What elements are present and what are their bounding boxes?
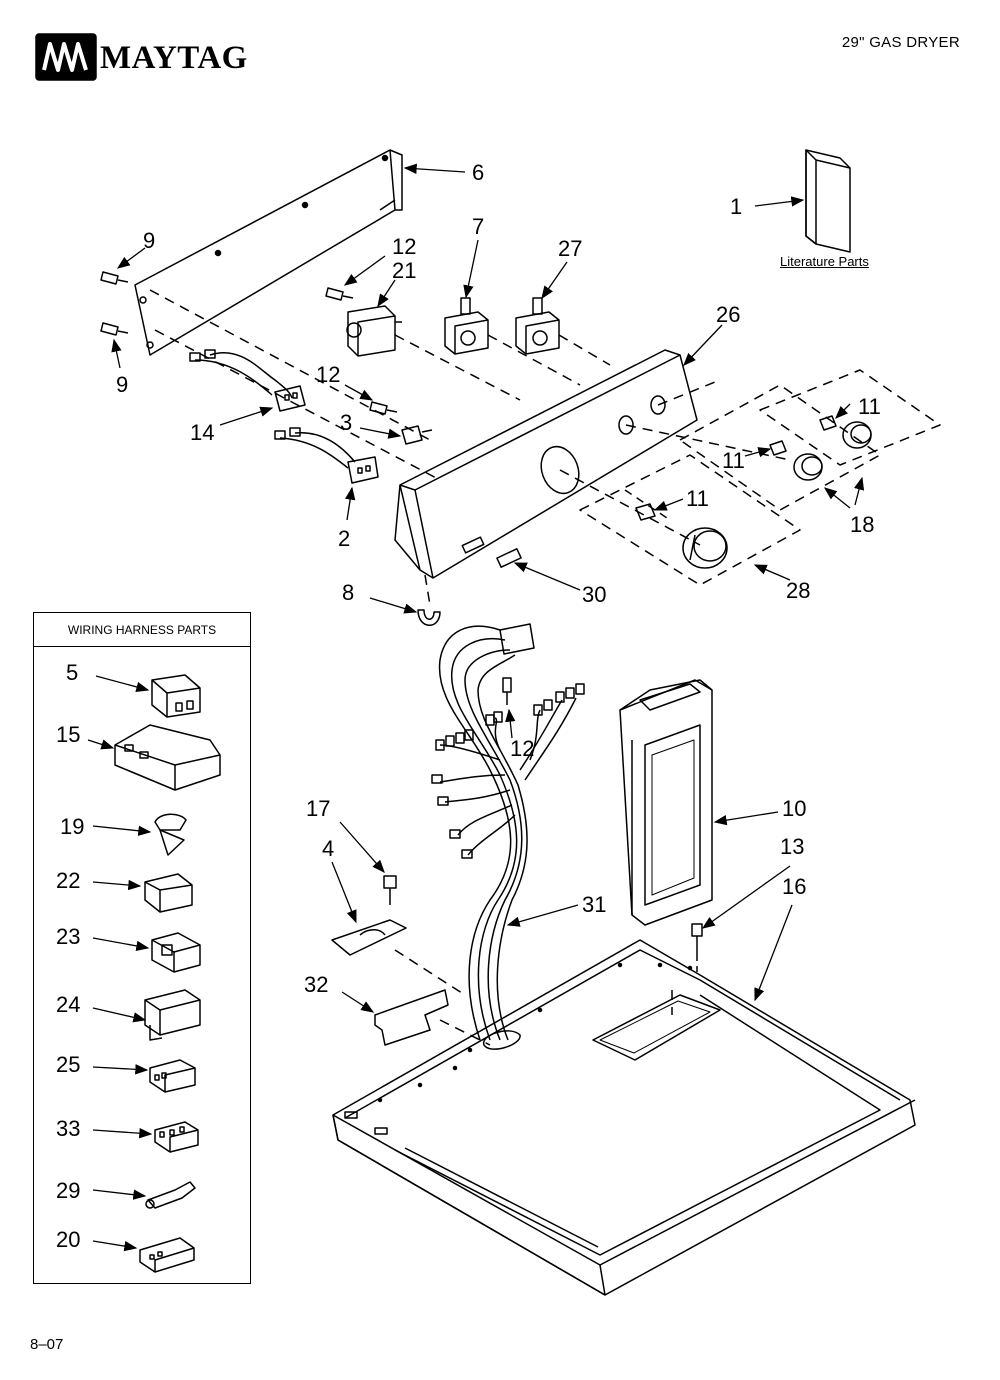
part-6-rear-plate: [134, 149, 403, 356]
callout-19: 19: [60, 814, 85, 839]
harness-panel-part-25: [149, 1059, 196, 1093]
callout-2: 2: [338, 526, 351, 551]
callout-26: 26: [716, 302, 741, 327]
callout-25: 25: [56, 1052, 81, 1077]
part-7-switch: [444, 297, 489, 355]
part-3-connector: [401, 425, 433, 445]
page-code: 8–07: [30, 1336, 64, 1353]
product-title: 29" GAS DRYER: [841, 34, 960, 51]
callout-29: 29: [56, 1178, 81, 1203]
wiring-harness-panel-title: WIRING HARNESS PARTS: [34, 613, 250, 647]
callout-9-top: 9: [143, 228, 156, 253]
callout-1: 1: [730, 194, 743, 219]
callout-27: 27: [558, 236, 583, 261]
callout-13: 13: [780, 834, 805, 859]
callout-3: 3: [340, 410, 353, 435]
harness-panel-part-24: [144, 989, 201, 1041]
part-4-bracket: [331, 919, 407, 956]
callout-8: 8: [342, 580, 355, 605]
callout-7: 7: [472, 214, 485, 239]
harness-panel-part-15: [114, 724, 221, 791]
harness-panel-part-29: [145, 1181, 196, 1209]
harness-panel-part-23: [151, 932, 201, 973]
callout-23: 23: [56, 924, 81, 949]
brand-name: MAYTAG: [100, 40, 248, 76]
callout-11-c: 11: [686, 486, 709, 511]
callout-14: 14: [190, 420, 215, 445]
part-8-clip: [417, 609, 441, 626]
part-27-switch: [515, 297, 560, 355]
part-13-screw: [691, 923, 703, 975]
callout-24: 24: [56, 992, 81, 1017]
callout-9-bottom: 9: [116, 372, 129, 397]
callout-21: 21: [392, 258, 417, 283]
part-17-screw: [383, 875, 397, 905]
callout-30: 30: [582, 582, 607, 607]
part-10-lint-filter: [619, 679, 713, 926]
part-18-knob-group: [679, 369, 941, 511]
part-12-screws: [325, 287, 512, 705]
harness-panel-part-33: [154, 1121, 199, 1153]
part-16-dryer-top: [332, 939, 916, 1296]
part-21-switch: [346, 305, 402, 357]
harness-panel-part-5: [151, 674, 201, 718]
harness-panel-part-20: [139, 1237, 195, 1273]
part-28-knob-group: [579, 454, 801, 586]
maytag-logo-mark: [35, 33, 97, 81]
callout-20: 20: [56, 1227, 81, 1252]
callout-31: 31: [582, 892, 607, 917]
callout-11-a: 11: [858, 394, 881, 419]
callout-15: 15: [56, 722, 81, 747]
part-32-plate: [374, 989, 449, 1046]
callout-10: 10: [782, 796, 807, 821]
callout-17: 17: [306, 796, 331, 821]
part-2-harness: [274, 427, 379, 484]
part-31-main-harness: [431, 623, 585, 1041]
part-14-harness: [189, 349, 306, 412]
callout-33: 33: [56, 1116, 81, 1141]
callout-28: 28: [786, 578, 811, 603]
callout-22: 22: [56, 868, 81, 893]
callout-32: 32: [304, 972, 329, 997]
callout-12-top: 12: [392, 234, 417, 259]
callout-18: 18: [850, 512, 875, 537]
callout-12-mid: 12: [316, 362, 341, 387]
callout-6: 6: [472, 160, 485, 185]
part-1-literature: [805, 149, 851, 253]
harness-panel-part-19: [154, 813, 187, 856]
part-9-screws: [100, 271, 129, 336]
callout-16: 16: [782, 874, 807, 899]
part-26-console: [394, 349, 698, 579]
wiring-harness-panel: WIRING HARNESS PARTS: [33, 612, 251, 1284]
callout-12-bottom: 12: [510, 736, 535, 761]
callout-4: 4: [322, 836, 335, 861]
literature-parts-label: Literature Parts: [780, 254, 869, 269]
callout-5: 5: [66, 660, 79, 685]
callout-11-b: 11: [722, 448, 745, 473]
harness-panel-part-22: [144, 873, 193, 913]
